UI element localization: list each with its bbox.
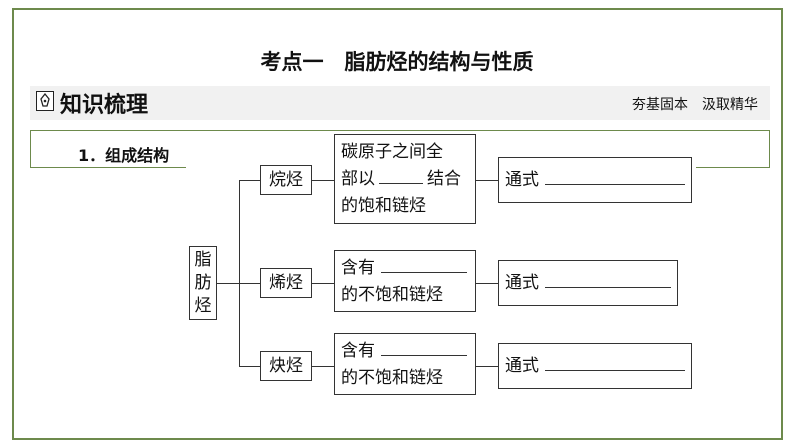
branch-name-box: 炔烃 [260,351,312,381]
fill-blank [381,258,467,273]
formula-box: 通式 [498,343,692,389]
connector [312,180,334,181]
formula-box: 通式 [498,260,678,306]
section-header-bar [30,86,770,120]
root-char: 肪 [194,273,212,293]
description-text: 结合 [427,169,461,189]
branch-name: 烷烃 [269,170,303,190]
formula-box: 通式 [498,157,692,203]
connector [239,366,260,367]
section-tag: 汲取精华 [702,97,758,113]
connector [476,283,498,284]
slide-frame-top [12,8,783,10]
branch-name-box: 烯烃 [260,268,312,298]
connector [476,180,498,181]
slide-frame [12,8,783,440]
root-char: 脂 [194,250,212,270]
description-line: 碳原子之间全 [341,142,443,162]
fill-blank [545,170,685,185]
fill-blank [545,273,671,288]
description-text: 部以 [341,169,375,189]
connector [312,366,334,367]
description-line: 部以 结合 [341,166,469,193]
connector [239,180,240,367]
connector [239,283,260,284]
section-heading: 知识梳理 [60,93,149,118]
section-tags: 夯基固本汲取精华 [618,94,758,114]
fill-blank [381,341,467,356]
diagram-panel: 脂 肪 烃 烷烃 碳原子之间全 部以 结合 的饱和链烃 通式 烯烃 含有 的不饱和… [186,133,696,397]
section-tag: 夯基固本 [632,97,688,113]
subsection-label: 1．组成结构 [78,146,170,165]
branch-description-box: 含有 的不饱和链烃 [334,250,476,312]
formula-label: 通式 [505,356,539,376]
pen-icon [36,91,54,111]
root-char: 烃 [194,296,212,316]
description-line: 的不饱和链烃 [341,368,443,388]
branch-description-box: 含有 的不饱和链烃 [334,333,476,395]
fill-blank [545,356,685,371]
branch-name: 烯烃 [269,273,303,293]
description-line: 含有 [341,338,469,365]
root-box: 脂 肪 烃 [189,246,217,320]
formula-label: 通式 [505,273,539,293]
description-text: 含有 [341,258,375,278]
connector [476,366,498,367]
connector [239,180,260,181]
connector [312,283,334,284]
branch-name: 炔烃 [269,356,303,376]
description-line: 的饱和链烃 [341,196,426,216]
description-line: 含有 [341,255,469,282]
fill-blank [379,169,423,184]
branch-description-box: 碳原子之间全 部以 结合 的饱和链烃 [334,134,476,224]
branch-name-box: 烷烃 [260,165,312,195]
connector [217,283,239,284]
page-title: 考点一 脂肪烃的结构与性质 [260,49,534,74]
description-line: 的不饱和链烃 [341,285,443,305]
description-text: 含有 [341,341,375,361]
formula-label: 通式 [505,170,539,190]
